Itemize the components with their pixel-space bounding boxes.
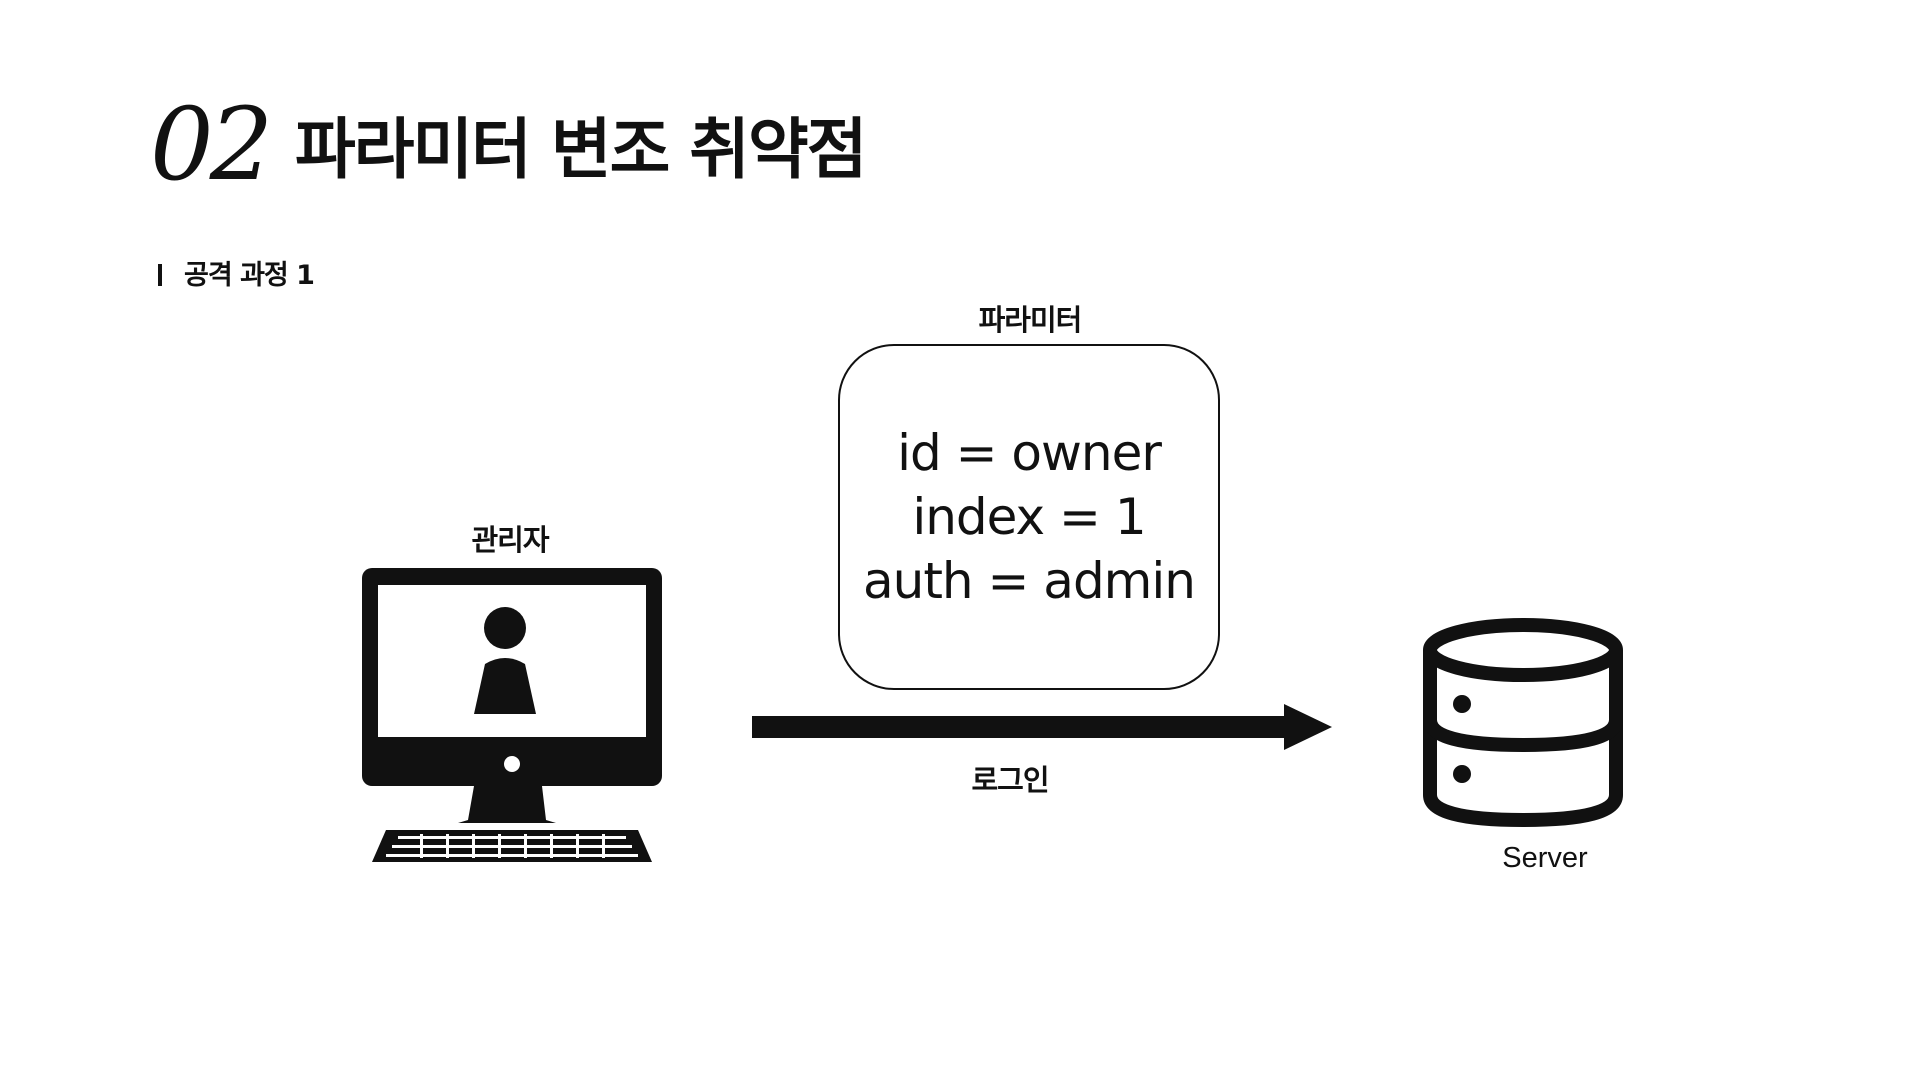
server-indicator-dot: [1453, 695, 1471, 713]
admin-label: 관리자: [471, 523, 549, 557]
section-heading: 공격 과정 1: [158, 258, 315, 294]
slide-title: 파라미터 변조 취약점: [295, 111, 867, 188]
parameter-box: id = owner index = 1 auth = admin: [838, 344, 1220, 690]
login-arrow-label: 로그인: [971, 763, 1049, 797]
server-indicator-dot: [1453, 765, 1471, 783]
parameter-line: index = 1: [912, 488, 1146, 546]
parameter-line: id = owner: [897, 424, 1162, 482]
keyboard-keys: [386, 834, 638, 858]
parameter-label: 파라미터: [978, 303, 1083, 337]
database-icon: [1423, 618, 1623, 828]
arrow-right-icon: [752, 704, 1332, 750]
server-label: Server: [1502, 842, 1588, 874]
section-label: 공격 과정 1: [184, 260, 315, 291]
parameter-line: auth = admin: [863, 552, 1196, 610]
slide-number: 02: [150, 86, 273, 203]
section-bar: [158, 264, 162, 286]
computer-user-icon: [362, 568, 662, 862]
